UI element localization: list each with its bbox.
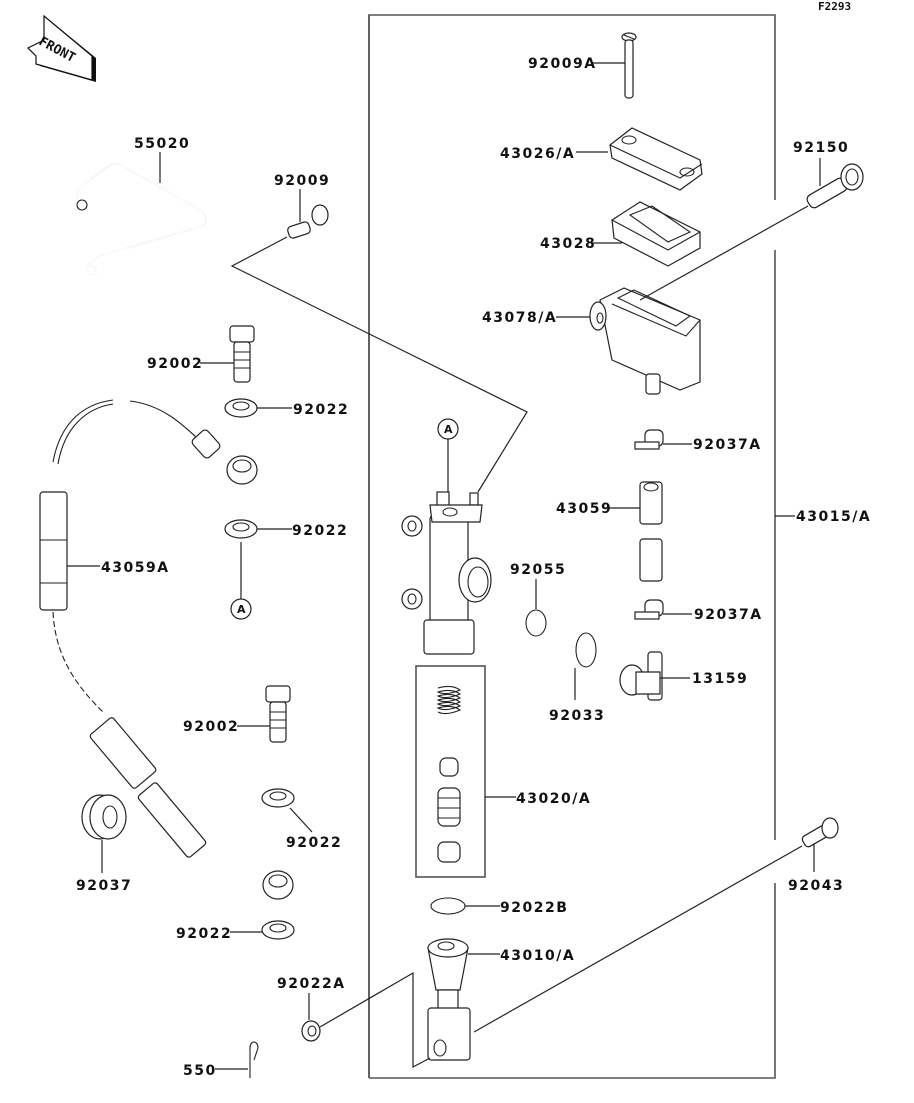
label-92037: 92037	[76, 878, 132, 894]
clamp-92037A-bottom	[634, 599, 664, 620]
ref-marker-a-right: A	[437, 418, 459, 440]
screw-92009A	[621, 32, 637, 99]
label-92022-1: 92022	[293, 402, 349, 418]
svg-text:A: A	[444, 423, 453, 436]
label-92037A-bottom: 92037A	[694, 607, 763, 623]
bracket-wire-55020	[75, 162, 207, 275]
front-arrow-icon: FRONT	[26, 14, 96, 82]
ref-marker-a-left: A	[230, 598, 252, 620]
washer-92022A	[301, 1020, 321, 1042]
figure-id: F2293	[818, 0, 851, 13]
label-55020: 55020	[134, 136, 190, 152]
washer-92022-3	[261, 788, 295, 808]
label-550: 550	[183, 1063, 217, 1079]
piston-kit-43020A	[436, 685, 462, 863]
label-92022-4: 92022	[176, 926, 232, 942]
label-92002-top: 92002	[147, 356, 203, 372]
reservoir-43078A	[589, 287, 701, 395]
bolt-92009	[287, 204, 329, 239]
label-43020A: 43020/A	[516, 791, 591, 807]
washer-92022-1	[224, 398, 258, 418]
diaphragm-43028	[611, 201, 701, 267]
label-92043: 92043	[788, 878, 844, 894]
label-92022A: 92022A	[277, 976, 346, 992]
label-92022B: 92022B	[500, 900, 568, 916]
label-92022-3: 92022	[286, 835, 342, 851]
circlip-92022B	[430, 897, 466, 915]
bolt-92150	[806, 163, 864, 209]
label-92009: 92009	[274, 173, 330, 189]
piston-kit-box	[415, 665, 486, 878]
leader-92150	[639, 205, 809, 301]
callouts: 55020 92009 92009A 43026/A 43028 92150 4…	[67, 56, 871, 1079]
leader-92009-to-a	[230, 236, 528, 493]
label-43078A: 43078/A	[482, 310, 557, 326]
label-43010A: 43010/A	[500, 948, 575, 964]
clevis-pin-92043	[801, 817, 839, 848]
label-92002-bottom: 92002	[183, 719, 239, 735]
label-43015A: 43015/A	[796, 509, 871, 525]
label-92055: 92055	[510, 562, 566, 578]
label-92009A: 92009A	[528, 56, 597, 72]
brake-hose-43059A	[37, 387, 294, 900]
label-43059A: 43059A	[101, 560, 170, 576]
label-43059: 43059	[556, 501, 612, 517]
push-rod-43010A	[427, 938, 471, 1061]
clamp-92037A-top	[634, 429, 664, 450]
svg-text:A: A	[237, 603, 246, 616]
reservoir-cap-43026A	[609, 127, 703, 191]
label-43028: 43028	[540, 236, 596, 252]
cotter-pin-550	[249, 1041, 259, 1078]
o-ring-92055	[525, 609, 547, 637]
fitting-13159	[619, 651, 663, 701]
washer-92022-4	[261, 920, 295, 940]
leader-92022A-line	[319, 971, 431, 1068]
hose-43059	[639, 481, 663, 582]
leader-92043-line	[473, 845, 803, 1033]
assembly-box	[368, 14, 776, 1079]
label-92033: 92033	[549, 708, 605, 724]
label-13159: 13159	[692, 671, 748, 687]
grommet-92037	[81, 794, 127, 840]
label-43026A: 43026/A	[500, 146, 575, 162]
banjo-bolt-92002-top	[229, 325, 255, 383]
master-cylinder-body	[401, 491, 492, 655]
label-92150: 92150	[793, 140, 849, 156]
label-92037A-top: 92037A	[693, 437, 762, 453]
banjo-bolt-92002-bottom	[265, 685, 291, 743]
circlip-92033	[575, 632, 597, 668]
washer-92022-2	[224, 519, 258, 539]
label-92022-2: 92022	[292, 523, 348, 539]
